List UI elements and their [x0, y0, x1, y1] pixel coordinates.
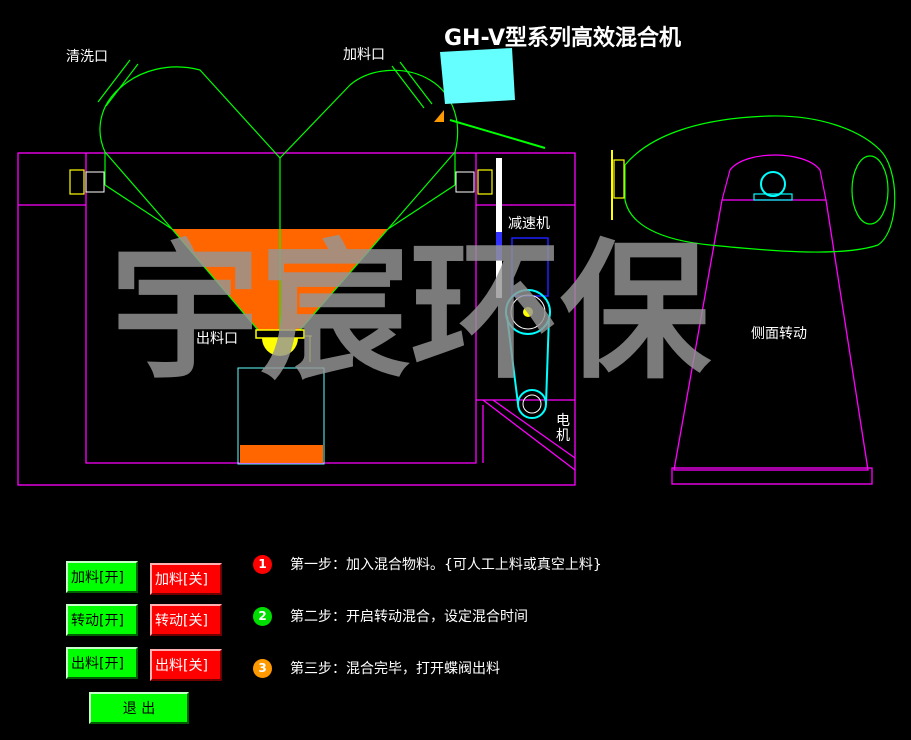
step-2-badge: 2	[253, 606, 272, 626]
discharge-close-button[interactable]: 出料[关]	[150, 649, 222, 681]
motor-label: 电 机	[556, 413, 570, 444]
wash-port-label: 清洗口	[66, 49, 108, 65]
rotate-close-button[interactable]: 转动[关]	[150, 604, 222, 636]
outlet-valve	[255, 329, 312, 362]
step-2-text: 第二步：开启转动混合，设定混合时间	[290, 609, 528, 625]
side-rotate-label: 侧面转动	[751, 326, 807, 342]
step-3-text: 第三步：混合完毕，打开蝶阀出料	[290, 661, 500, 677]
feed-port-label: 加料口	[343, 47, 385, 63]
step-2: 2 第二步：开启转动混合，设定混合时间	[253, 605, 528, 627]
bearings	[69, 169, 493, 195]
discharge-open-button[interactable]: 出料[开]	[66, 647, 138, 679]
step-1: 1 第一步：加入混合物料。{可人工上料或真空上料}	[253, 553, 602, 575]
rotate-open-button[interactable]: 转动[开]	[66, 604, 138, 636]
step-1-badge: 1	[253, 554, 272, 574]
step-3-badge: 3	[253, 658, 272, 678]
receiving-hopper	[237, 367, 325, 465]
feed-chute	[449, 119, 546, 149]
page-title: GH-V型系列高效混合机	[444, 26, 682, 51]
v-vessel	[97, 59, 459, 331]
feed-open-button[interactable]: 加料[开]	[66, 561, 138, 593]
feed-close-button[interactable]: 加料[关]	[150, 563, 222, 595]
reducer-label: 减速机	[508, 216, 550, 232]
exit-button[interactable]: 退 出	[89, 692, 189, 724]
feed-indicator	[434, 110, 444, 122]
side-view	[611, 115, 896, 485]
step-1-text: 第一步：加入混合物料。{可人工上料或真空上料}	[290, 557, 602, 573]
feed-funnel	[440, 48, 515, 104]
step-3: 3 第三步：混合完毕，打开蝶阀出料	[253, 657, 500, 679]
drive-system	[496, 158, 551, 419]
outlet-label: 出料口	[196, 331, 238, 347]
watermark: 宇宸环保	[110, 226, 711, 400]
